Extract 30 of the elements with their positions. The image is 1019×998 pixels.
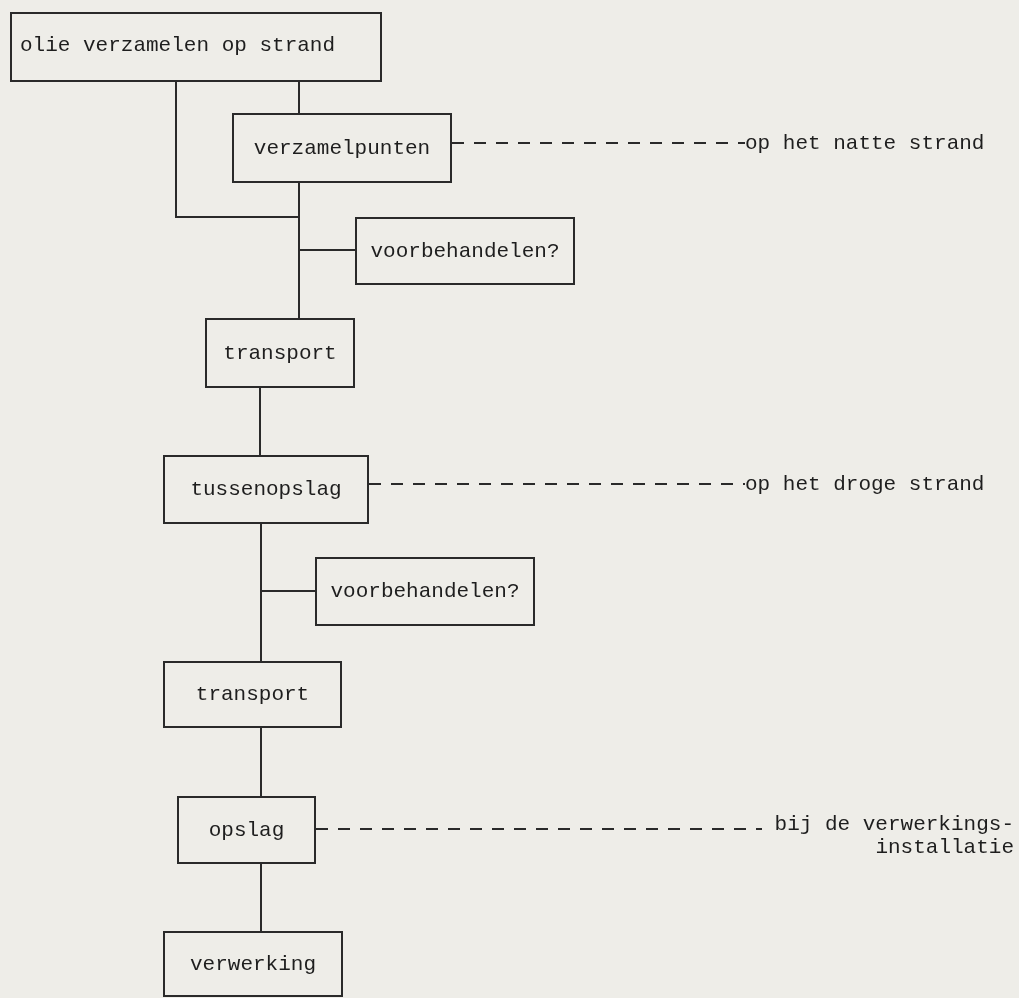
process-box bbox=[163, 661, 342, 728]
box-label: verzamelpunten bbox=[253, 136, 431, 160]
box-label: transport bbox=[195, 683, 310, 706]
box-label: opslag bbox=[208, 818, 285, 842]
connector-line bbox=[260, 863, 262, 932]
dashed-connector bbox=[315, 828, 763, 830]
process-box bbox=[355, 217, 575, 285]
process-box bbox=[163, 931, 343, 997]
box-label: olie verzamelen op strand bbox=[20, 34, 336, 57]
dashed-connector bbox=[451, 142, 746, 144]
process-box bbox=[177, 796, 316, 864]
box-label: tussenopslag bbox=[190, 478, 342, 501]
box-label: voorbehandelen? bbox=[330, 580, 520, 603]
process-box bbox=[163, 455, 369, 524]
process-box bbox=[205, 318, 355, 388]
box-label: transport bbox=[223, 341, 337, 365]
connector-line bbox=[259, 387, 261, 456]
connector-line bbox=[298, 81, 300, 114]
process-box bbox=[315, 557, 535, 626]
annotation-text: op het droge strand bbox=[745, 472, 985, 496]
connector-line bbox=[260, 727, 262, 797]
annotation-text: bij de verwerkings- installatie bbox=[773, 813, 1014, 859]
connector-line bbox=[260, 590, 316, 662]
box-label: verwerking bbox=[190, 952, 316, 976]
annotation-text: op het natte strand bbox=[745, 131, 985, 155]
box-label: voorbehandelen? bbox=[370, 239, 560, 263]
process-box bbox=[232, 113, 452, 183]
process-box bbox=[10, 12, 382, 82]
connector-line bbox=[298, 249, 356, 319]
dashed-connector bbox=[368, 483, 746, 485]
